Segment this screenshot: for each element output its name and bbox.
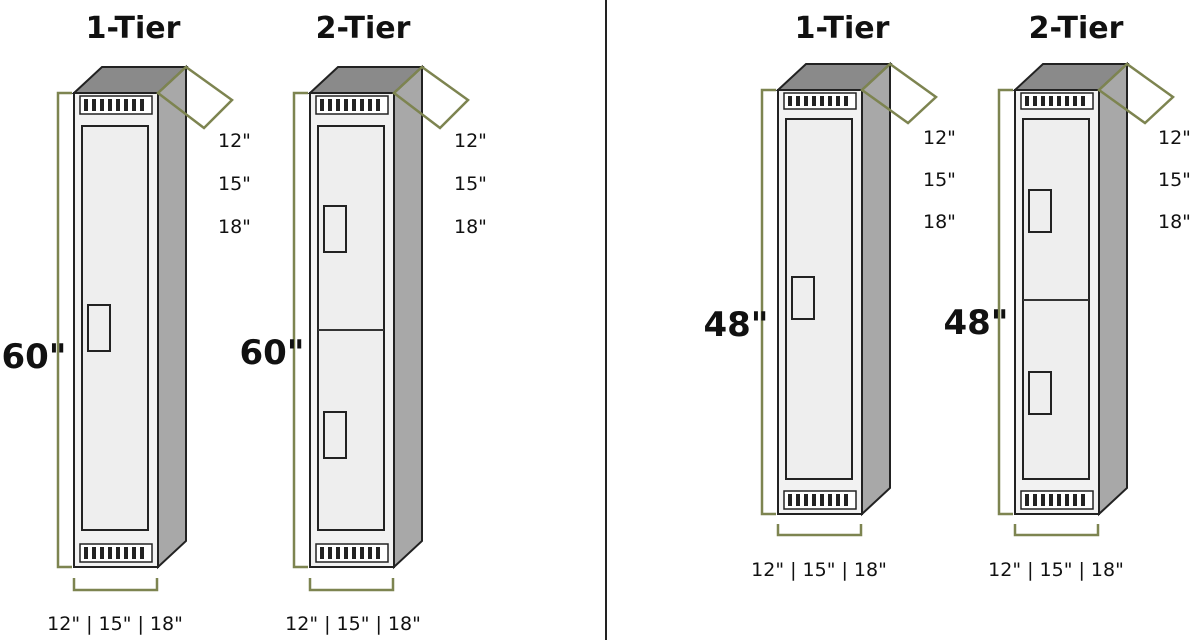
locker-60-1-tier: 1-Tier 60" 12" 15" 18" 12" | 15" | 18" <box>1 11 250 635</box>
upper-door-handle <box>323 205 347 253</box>
depth-label-18: 18" <box>1158 211 1191 233</box>
cabinet-side <box>157 64 187 570</box>
depth-label-15: 15" <box>454 173 487 195</box>
height-dimension-line <box>760 88 776 516</box>
locker-48-1-tier: 1-Tier 48" 12" 15" 18" 12" | 15" | 18" <box>703 11 955 581</box>
height-dimension-line <box>56 91 72 569</box>
locker-48-2-tier: 2-Tier 48" 12" 15" 18" 12" | 15" | 18" <box>943 11 1190 581</box>
depth-label-18: 18" <box>454 216 487 238</box>
cabinet-side <box>861 61 891 517</box>
upper-door-handle <box>1028 189 1052 233</box>
depth-label-15: 15" <box>218 173 251 195</box>
cabinet-side <box>393 64 423 570</box>
vent-grille-icon <box>315 543 389 563</box>
width-label: 12" | 15" | 18" <box>47 613 183 635</box>
depth-label-15: 15" <box>1158 169 1191 191</box>
vent-grille-icon <box>1020 92 1094 110</box>
height-dimension-line <box>997 88 1013 516</box>
depth-label-15: 15" <box>923 169 956 191</box>
locker-title: 2-Tier <box>316 11 411 46</box>
locker-title: 1-Tier <box>86 11 181 46</box>
vent-grille-icon <box>783 490 857 510</box>
depth-dimension-line <box>1097 62 1175 125</box>
lower-door-handle <box>1028 371 1052 415</box>
width-dimension-line <box>308 578 395 592</box>
depth-dimension-line <box>156 65 234 130</box>
height-label: 48" <box>943 303 1008 343</box>
locker-60-2-tier: 2-Tier 60" 12" 15" 18" 12" | 15" | 18" <box>239 11 486 635</box>
width-dimension-line <box>1013 524 1100 537</box>
depth-dimension-line <box>392 65 470 130</box>
locker-title: 2-Tier <box>1029 11 1124 46</box>
width-label: 12" | 15" | 18" <box>988 559 1124 581</box>
locker-door-frame <box>317 125 385 531</box>
door-handle <box>791 276 815 320</box>
vent-grille-icon <box>1020 490 1094 510</box>
locker-title: 1-Tier <box>795 11 890 46</box>
cabinet-side <box>1098 61 1128 517</box>
depth-label-12: 12" <box>923 127 956 149</box>
vent-grille-icon <box>783 92 857 110</box>
height-label: 48" <box>703 305 768 345</box>
door-handle <box>87 304 111 352</box>
width-label: 12" | 15" | 18" <box>751 559 887 581</box>
height-label: 60" <box>239 333 304 373</box>
depth-label-12: 12" <box>454 130 487 152</box>
depth-label-12: 12" <box>218 130 251 152</box>
depth-dimension-line <box>860 62 938 125</box>
vent-grille-icon <box>315 95 389 115</box>
vent-grille-icon <box>79 543 153 563</box>
vent-grille-icon <box>79 95 153 115</box>
lower-door-handle <box>323 411 347 459</box>
height-label: 60" <box>1 337 66 377</box>
depth-label-18: 18" <box>218 216 251 238</box>
width-dimension-line <box>776 524 863 537</box>
depth-label-12: 12" <box>1158 127 1191 149</box>
width-dimension-line <box>72 578 159 592</box>
height-dimension-line <box>292 91 308 569</box>
width-label: 12" | 15" | 18" <box>285 613 421 635</box>
depth-label-18: 18" <box>923 211 956 233</box>
